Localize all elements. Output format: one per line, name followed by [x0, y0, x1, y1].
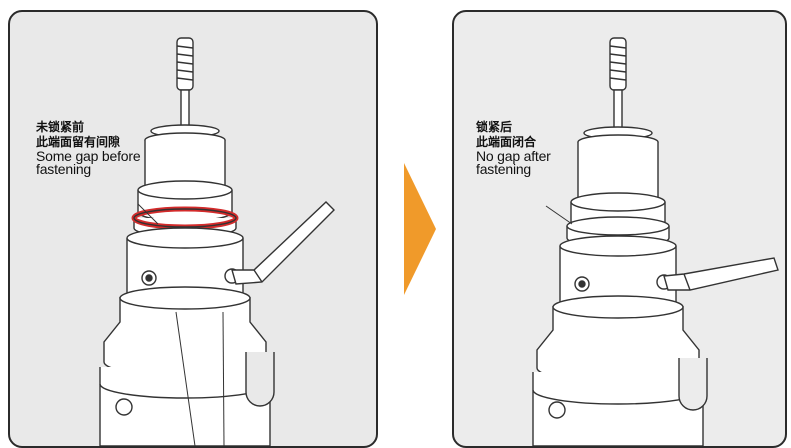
label-before-en-line1: Some gap before [36, 148, 141, 164]
label-after-cn-line2: 此端面闭合 [476, 135, 537, 149]
hex-key [231, 201, 335, 285]
label-before: 未锁紧前 此端面留有间隙 Some gap before fastening [36, 120, 141, 177]
panel-before-fastening: 未锁紧前 此端面留有间隙 Some gap before fastening [8, 10, 378, 448]
label-after-cn-line1: 锁紧后 [476, 120, 513, 134]
tool-holder-drawing-before [99, 37, 335, 446]
arrow-right-icon [404, 163, 436, 295]
label-before-cn-line2: 此端面留有间隙 [36, 135, 121, 149]
label-after-en-line1: No gap after [476, 148, 551, 164]
label-after: 锁紧后 此端面闭合 No gap after fastening [476, 120, 551, 176]
pull-stud [176, 37, 194, 129]
hex-key [663, 257, 779, 291]
label-before-cn-line1: 未锁紧前 [36, 120, 85, 134]
arrow-shape [404, 163, 436, 295]
label-before-en-line2: fastening [36, 161, 92, 177]
label-after-en-line2: fastening [476, 161, 532, 177]
panel-after-fastening: 锁紧后 此端面闭合 No gap after fastening [452, 10, 787, 448]
pull-stud [609, 37, 627, 133]
tool-holder-drawing-after [532, 37, 779, 446]
